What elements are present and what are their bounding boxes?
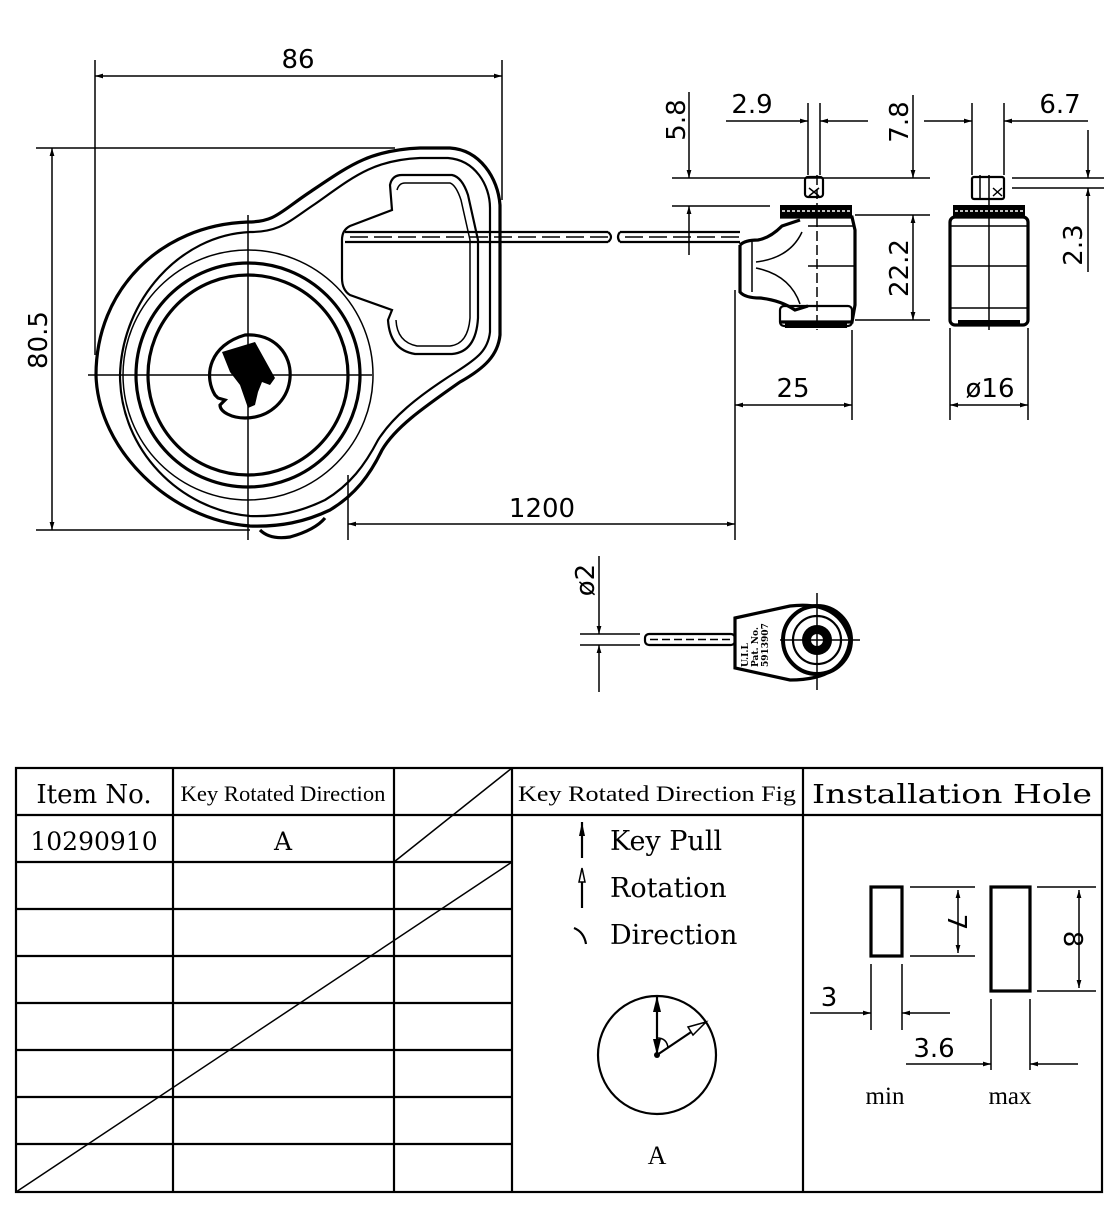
figure-label-a: A (648, 1141, 667, 1170)
cap-text-line-3: 5913907 (761, 623, 771, 667)
header-item-no: Item No. (36, 780, 151, 810)
dim-cable-length-label: 1200 (509, 494, 575, 524)
cable-boot (738, 245, 809, 312)
dim-body-height-label: 22.2 (885, 239, 915, 297)
min-width-label: 3 (821, 983, 838, 1013)
cable (345, 230, 740, 244)
cap-text-line-2: Pat. No. (751, 627, 761, 667)
dim-cable-diameter-label: ø2 (571, 564, 601, 596)
header-key-rotated-direction-fig: Key Rotated Direction Fig (518, 781, 796, 806)
dim-height-label: 80.5 (24, 311, 54, 369)
max-width-label: 3.6 (913, 1034, 954, 1064)
cell-item-no: 10290910 (30, 827, 157, 856)
dim-pin-height-label: 5.8 (662, 99, 692, 140)
header-installation-hole: Installation Hole (812, 780, 1092, 810)
legend: Key Pull Rotation Direction (573, 822, 737, 951)
empty-rows-diagonal (15, 861, 513, 1193)
installation-hole-figure: 7 3 8 3.6 min max (810, 885, 1096, 1110)
rotation-figure-a: A (596, 994, 718, 1170)
dim-diameter-label: ø16 (966, 374, 1015, 404)
max-height-label: 8 (1057, 931, 1087, 948)
lock-body-outline (94, 146, 502, 528)
front-view: 86 80.5 (24, 45, 740, 540)
max-hole (989, 885, 1032, 993)
dim-pin-width-label: 2.9 (731, 90, 772, 120)
end-view: 6.7 2.3 ø16 (924, 90, 1104, 420)
dim-top-height-label: 2.3 (1059, 224, 1089, 265)
dim-width-label: 86 (281, 45, 314, 75)
legend-key-pull: Key Pull (610, 826, 722, 857)
dim-total-height-label: 7.8 (885, 101, 915, 142)
dim-top-width-label: 6.7 (1039, 90, 1080, 120)
lock-body-inner-outline (118, 156, 492, 518)
key-window (340, 173, 480, 356)
cable-cap-view: ø2 U.I.L Pat. No. 5913907 (571, 556, 860, 692)
side-view: 2.9 5.8 7.8 22.2 25 (662, 90, 930, 420)
legend-rotation: Rotation (610, 873, 727, 904)
header-key-rotated-direction: Key Rotated Direction (181, 781, 386, 806)
max-label: max (988, 1083, 1032, 1110)
direction-icon (573, 926, 588, 945)
legend-direction: Direction (610, 920, 737, 951)
bottom-tab (258, 516, 327, 540)
spec-table: Item No. Key Rotated Direction Key Rotat… (14, 766, 1104, 1194)
min-label: min (866, 1083, 905, 1110)
keyway (207, 333, 292, 420)
cell-direction: A (273, 827, 293, 856)
knurl-top (780, 205, 852, 217)
min-height-label: 7 (941, 914, 971, 931)
dim-body-length-label: 25 (776, 374, 809, 404)
cap-text-line-1: U.I.L (741, 643, 751, 667)
blank-cell-diagonal (393, 767, 513, 863)
min-hole (869, 885, 904, 958)
